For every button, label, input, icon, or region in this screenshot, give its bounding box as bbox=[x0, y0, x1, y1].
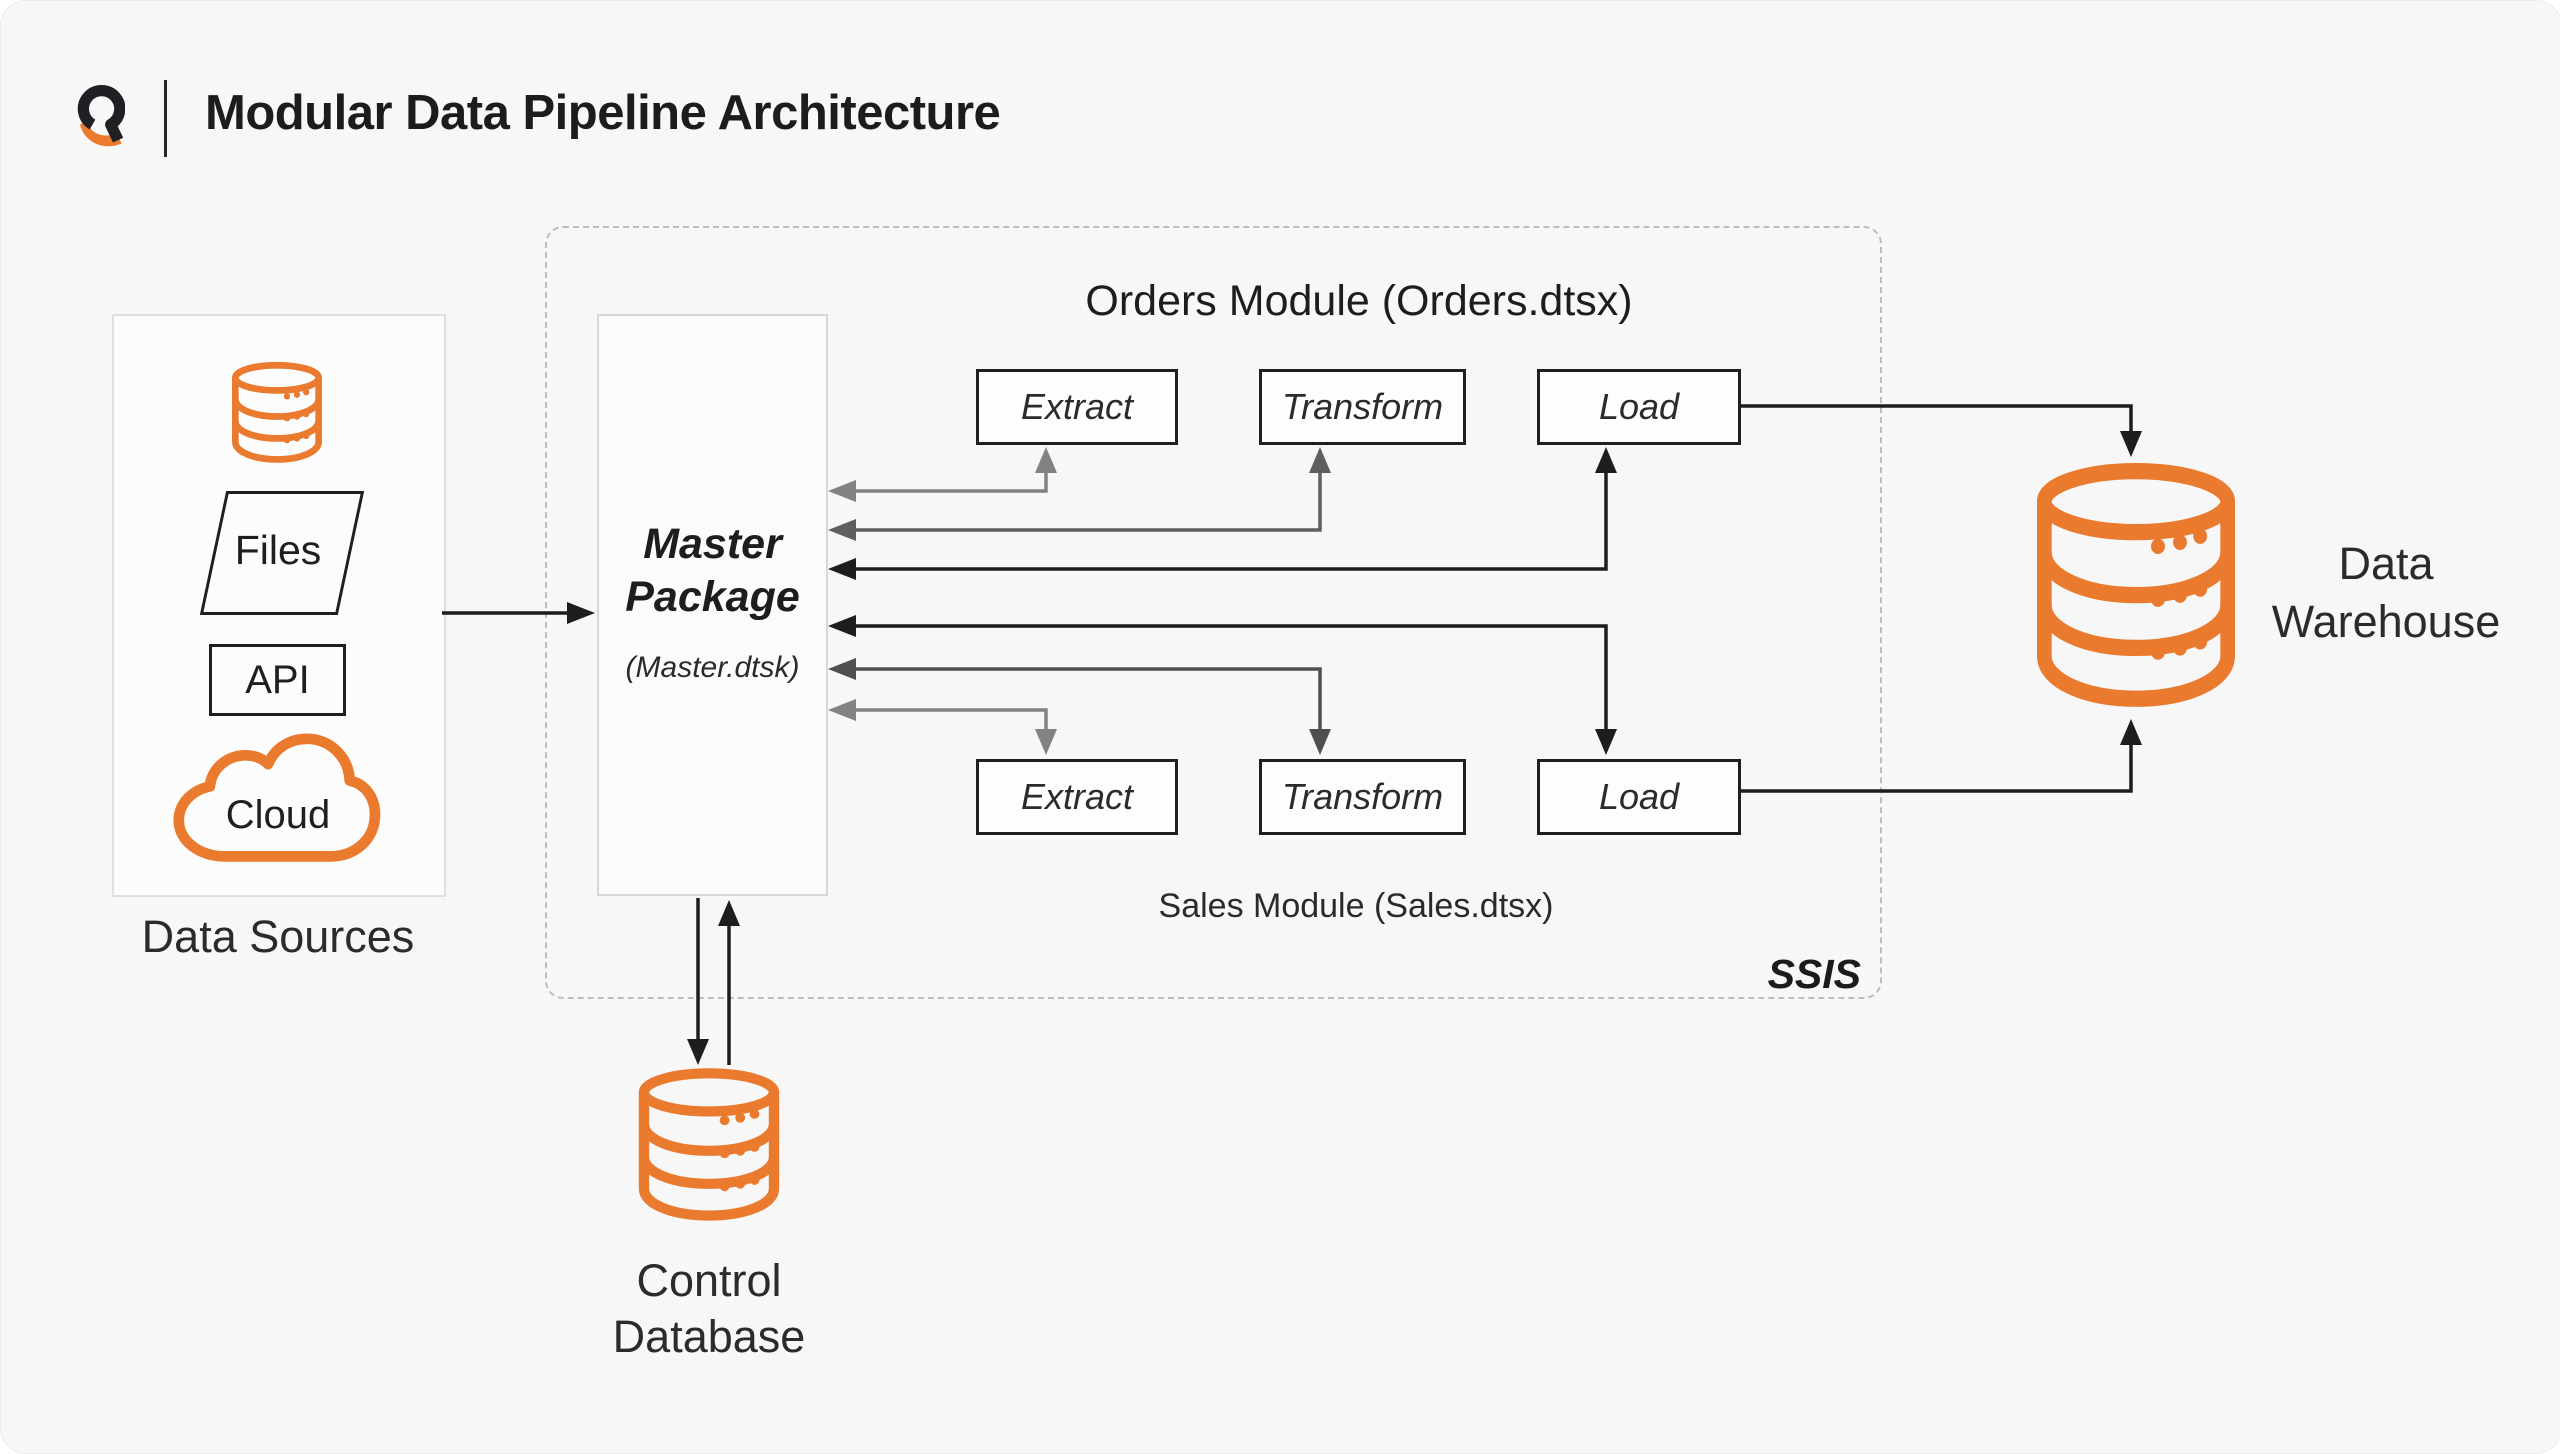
master-package-box bbox=[597, 314, 828, 896]
sales-load-box: Load bbox=[1537, 759, 1741, 835]
master-package-filename: (Master.dtsk) bbox=[625, 651, 800, 684]
data-warehouse-icon bbox=[2037, 463, 2235, 707]
master-package-line1: Master bbox=[643, 520, 782, 568]
sales-transform-box: Transform bbox=[1259, 759, 1466, 835]
control-database-line2: Database bbox=[612, 1311, 806, 1362]
page-title: Modular Data Pipeline Architecture bbox=[205, 86, 1001, 140]
header-divider bbox=[164, 80, 167, 157]
orders-module-title: Orders Module (Orders.dtsx) bbox=[1085, 277, 1633, 325]
control-database-line1: Control bbox=[636, 1255, 782, 1306]
master-package-title: Master Package bbox=[597, 518, 828, 624]
cloud-label: Cloud bbox=[225, 793, 331, 837]
master-package-line2: Package bbox=[625, 573, 800, 621]
control-database-label: Control Database bbox=[509, 1253, 909, 1365]
api-box: API bbox=[209, 644, 346, 716]
sales-module-title: Sales Module (Sales.dtsx) bbox=[1158, 887, 1554, 925]
sales-extract-box: Extract bbox=[976, 759, 1178, 835]
brand-logo-icon bbox=[77, 85, 125, 147]
data-warehouse-label: Data Warehouse bbox=[2186, 535, 2560, 651]
data-sources-container bbox=[112, 314, 446, 897]
data-warehouse-line2: Warehouse bbox=[2271, 596, 2501, 647]
data-sources-label: Data Sources bbox=[141, 911, 415, 962]
cloud-icon bbox=[173, 733, 381, 862]
source-database-icon bbox=[232, 361, 322, 463]
control-database-icon bbox=[638, 1068, 780, 1221]
data-warehouse-line1: Data bbox=[2338, 538, 2434, 589]
files-label: Files bbox=[234, 526, 322, 573]
ssis-label: SSIS bbox=[1767, 951, 1861, 997]
orders-extract-box: Extract bbox=[976, 369, 1178, 445]
orders-transform-box: Transform bbox=[1259, 369, 1466, 445]
orders-load-box: Load bbox=[1537, 369, 1741, 445]
